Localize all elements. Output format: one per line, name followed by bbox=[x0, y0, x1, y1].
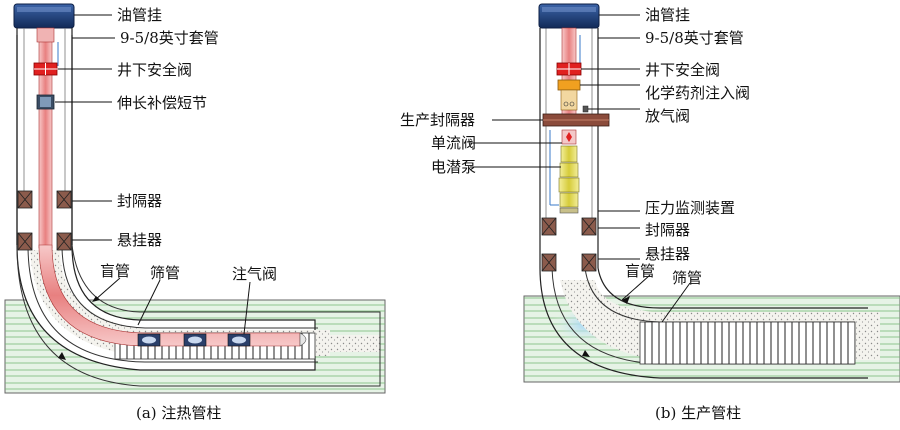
label-packer-a: 封隔器 bbox=[117, 192, 162, 210]
label-hanger-a: 油管挂 bbox=[117, 6, 162, 24]
gas-injection-valves-a bbox=[137, 333, 251, 347]
diagram-b: 油管挂 9-5/8英寸套管 井下安全阀 化学药剂注入阀 放气阀 压力监测装置 封… bbox=[400, 3, 900, 422]
esp-pump-b bbox=[558, 145, 580, 208]
leader-lines-b bbox=[470, 14, 691, 323]
label-vent-valve-b: 放气阀 bbox=[645, 107, 690, 125]
screen-b bbox=[639, 321, 856, 365]
vent-valve-b bbox=[582, 105, 589, 113]
pressure-gauge-b bbox=[559, 207, 579, 214]
caption-a: (a) 注热管柱 bbox=[136, 404, 221, 422]
diagram-a: 油管挂 9-5/8英寸套管 井下安全阀 伸长补偿短节 封隔器 悬挂器 盲管 筛管… bbox=[4, 3, 386, 422]
label-blind-pipe-a: 盲管 bbox=[100, 262, 130, 280]
label-suspender-b: 悬挂器 bbox=[645, 245, 690, 263]
suspender-b bbox=[541, 253, 597, 272]
label-casing-a: 9-5/8英寸套管 bbox=[120, 29, 219, 47]
packer-b bbox=[541, 217, 597, 236]
label-esp-b: 电潜泵 bbox=[431, 158, 476, 176]
label-hanger-b: 油管挂 bbox=[645, 6, 690, 24]
label-chemical-valve-b: 化学药剂注入阀 bbox=[645, 84, 750, 102]
suspender-a bbox=[17, 232, 72, 251]
label-gas-valve-a: 注气阀 bbox=[232, 265, 277, 283]
label-screen-b: 筛管 bbox=[672, 269, 702, 287]
label-production-packer-b: 生产封隔器 bbox=[400, 111, 475, 129]
open-hole-outline-a bbox=[16, 244, 381, 387]
packer-a bbox=[17, 190, 72, 209]
label-screen-a: 筛管 bbox=[150, 264, 180, 282]
label-check-valve-b: 单流阀 bbox=[431, 134, 476, 152]
caption-b: (b) 生产管柱 bbox=[655, 404, 741, 422]
label-expansion-joint-a: 伸长补偿短节 bbox=[117, 94, 207, 112]
label-suspender-a: 悬挂器 bbox=[117, 231, 162, 249]
label-safety-valve-a: 井下安全阀 bbox=[117, 61, 192, 79]
label-packer-b: 封隔器 bbox=[645, 221, 690, 239]
label-blind-pipe-b: 盲管 bbox=[625, 262, 655, 280]
label-casing-b: 9-5/8英寸套管 bbox=[645, 29, 744, 47]
label-safety-valve-b: 井下安全阀 bbox=[645, 61, 720, 79]
label-pressure-gauge-b: 压力监测装置 bbox=[645, 199, 735, 217]
leader-lines-a bbox=[55, 14, 251, 335]
chemical-valve-b bbox=[557, 79, 581, 91]
